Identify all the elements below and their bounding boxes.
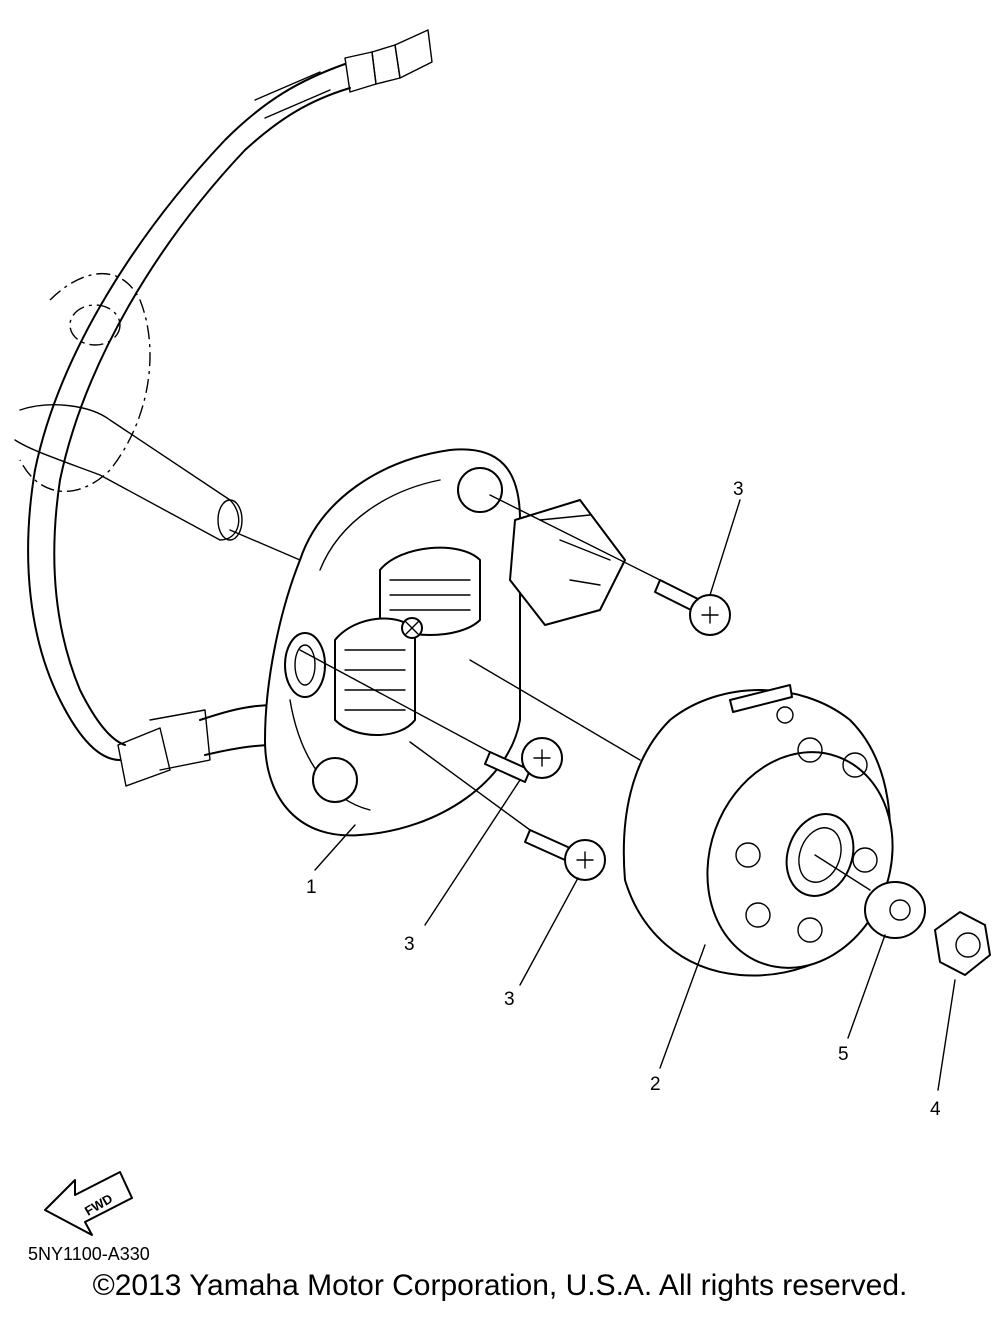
screw-low	[524, 829, 606, 881]
leader-lines	[314, 499, 956, 1091]
rotor-flywheel	[622, 684, 894, 977]
screw-top	[654, 579, 731, 636]
copyright-notice: ©2013 Yamaha Motor Corporation, U.S.A. A…	[92, 1269, 908, 1302]
crankcase-outline	[14, 273, 243, 541]
callout-rotor: 2	[650, 1074, 661, 1095]
callout-screw-mid: 3	[404, 934, 415, 955]
callout-screw-low: 3	[504, 989, 515, 1010]
callout-nut: 4	[930, 1099, 941, 1120]
diagram-code: 5NY1100-A330	[28, 1244, 150, 1264]
alignment-lines	[229, 494, 871, 891]
callout-stator: 1	[306, 877, 317, 898]
callout-screw-top: 3	[733, 479, 744, 500]
callout-washer: 5	[838, 1044, 849, 1065]
stator-assembly	[264, 448, 626, 837]
washer	[864, 881, 926, 939]
nut	[934, 911, 991, 976]
screw-mid	[484, 737, 563, 783]
wire-harness	[27, 29, 433, 787]
fwd-arrow-icon: FWD	[44, 1171, 133, 1236]
